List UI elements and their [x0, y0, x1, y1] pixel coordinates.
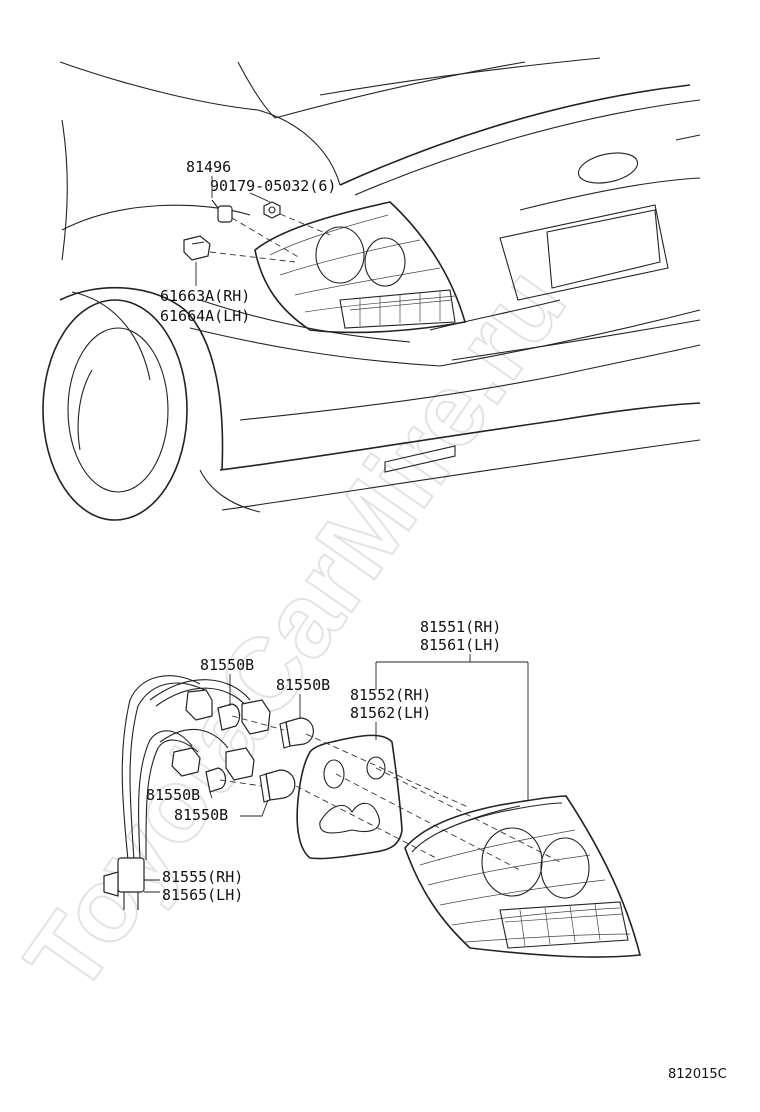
callout-clip-rh: 61663A(RH)	[160, 287, 250, 305]
bottom-callouts: 81551(RH) 81561(LH) 81552(RH) 81562(LH) …	[144, 618, 529, 904]
callout-gasket-rh: 81552(RH)	[350, 686, 431, 704]
bulb-icon	[217, 703, 241, 731]
tail-lamp-icon	[404, 795, 642, 958]
callout-bulb-1: 81550B	[200, 656, 254, 674]
top-callouts: 81496 90179-05032(6) 61663A(RH) 61664A(L…	[160, 158, 336, 325]
callout-bulb-4: 81550B	[174, 806, 228, 824]
callout-lamp-rh: 81551(RH)	[420, 618, 501, 636]
exploded-lamp-assembly	[103, 675, 642, 958]
callout-gasket-lh: 81562(LH)	[350, 704, 431, 722]
bracket-icon	[211, 199, 233, 223]
wiring-harness	[103, 675, 271, 910]
callout-screw: 90179-05032(6)	[210, 177, 336, 195]
top-small-parts	[183, 199, 331, 263]
reference-code: 812015C	[668, 1067, 727, 1082]
bulb-icon	[279, 717, 314, 749]
bulbs	[205, 703, 314, 803]
callout-socket-rh: 81555(RH)	[162, 868, 243, 886]
gasket-icon	[296, 734, 403, 860]
clip-icon	[183, 235, 211, 261]
callout-bulb-3: 81550B	[146, 786, 200, 804]
callout-bulb-2: 81550B	[276, 676, 330, 694]
callout-lamp-lh: 81561(LH)	[420, 636, 501, 654]
vehicle-rear-illustration	[42, 57, 701, 521]
callout-socket-lh: 81565(LH)	[162, 886, 243, 904]
bulb-icon	[259, 769, 296, 803]
callout-clip-lh: 61664A(LH)	[160, 307, 250, 325]
screw-icon	[263, 201, 281, 219]
bulb-icon	[205, 767, 227, 793]
callout-81496: 81496	[186, 158, 231, 176]
